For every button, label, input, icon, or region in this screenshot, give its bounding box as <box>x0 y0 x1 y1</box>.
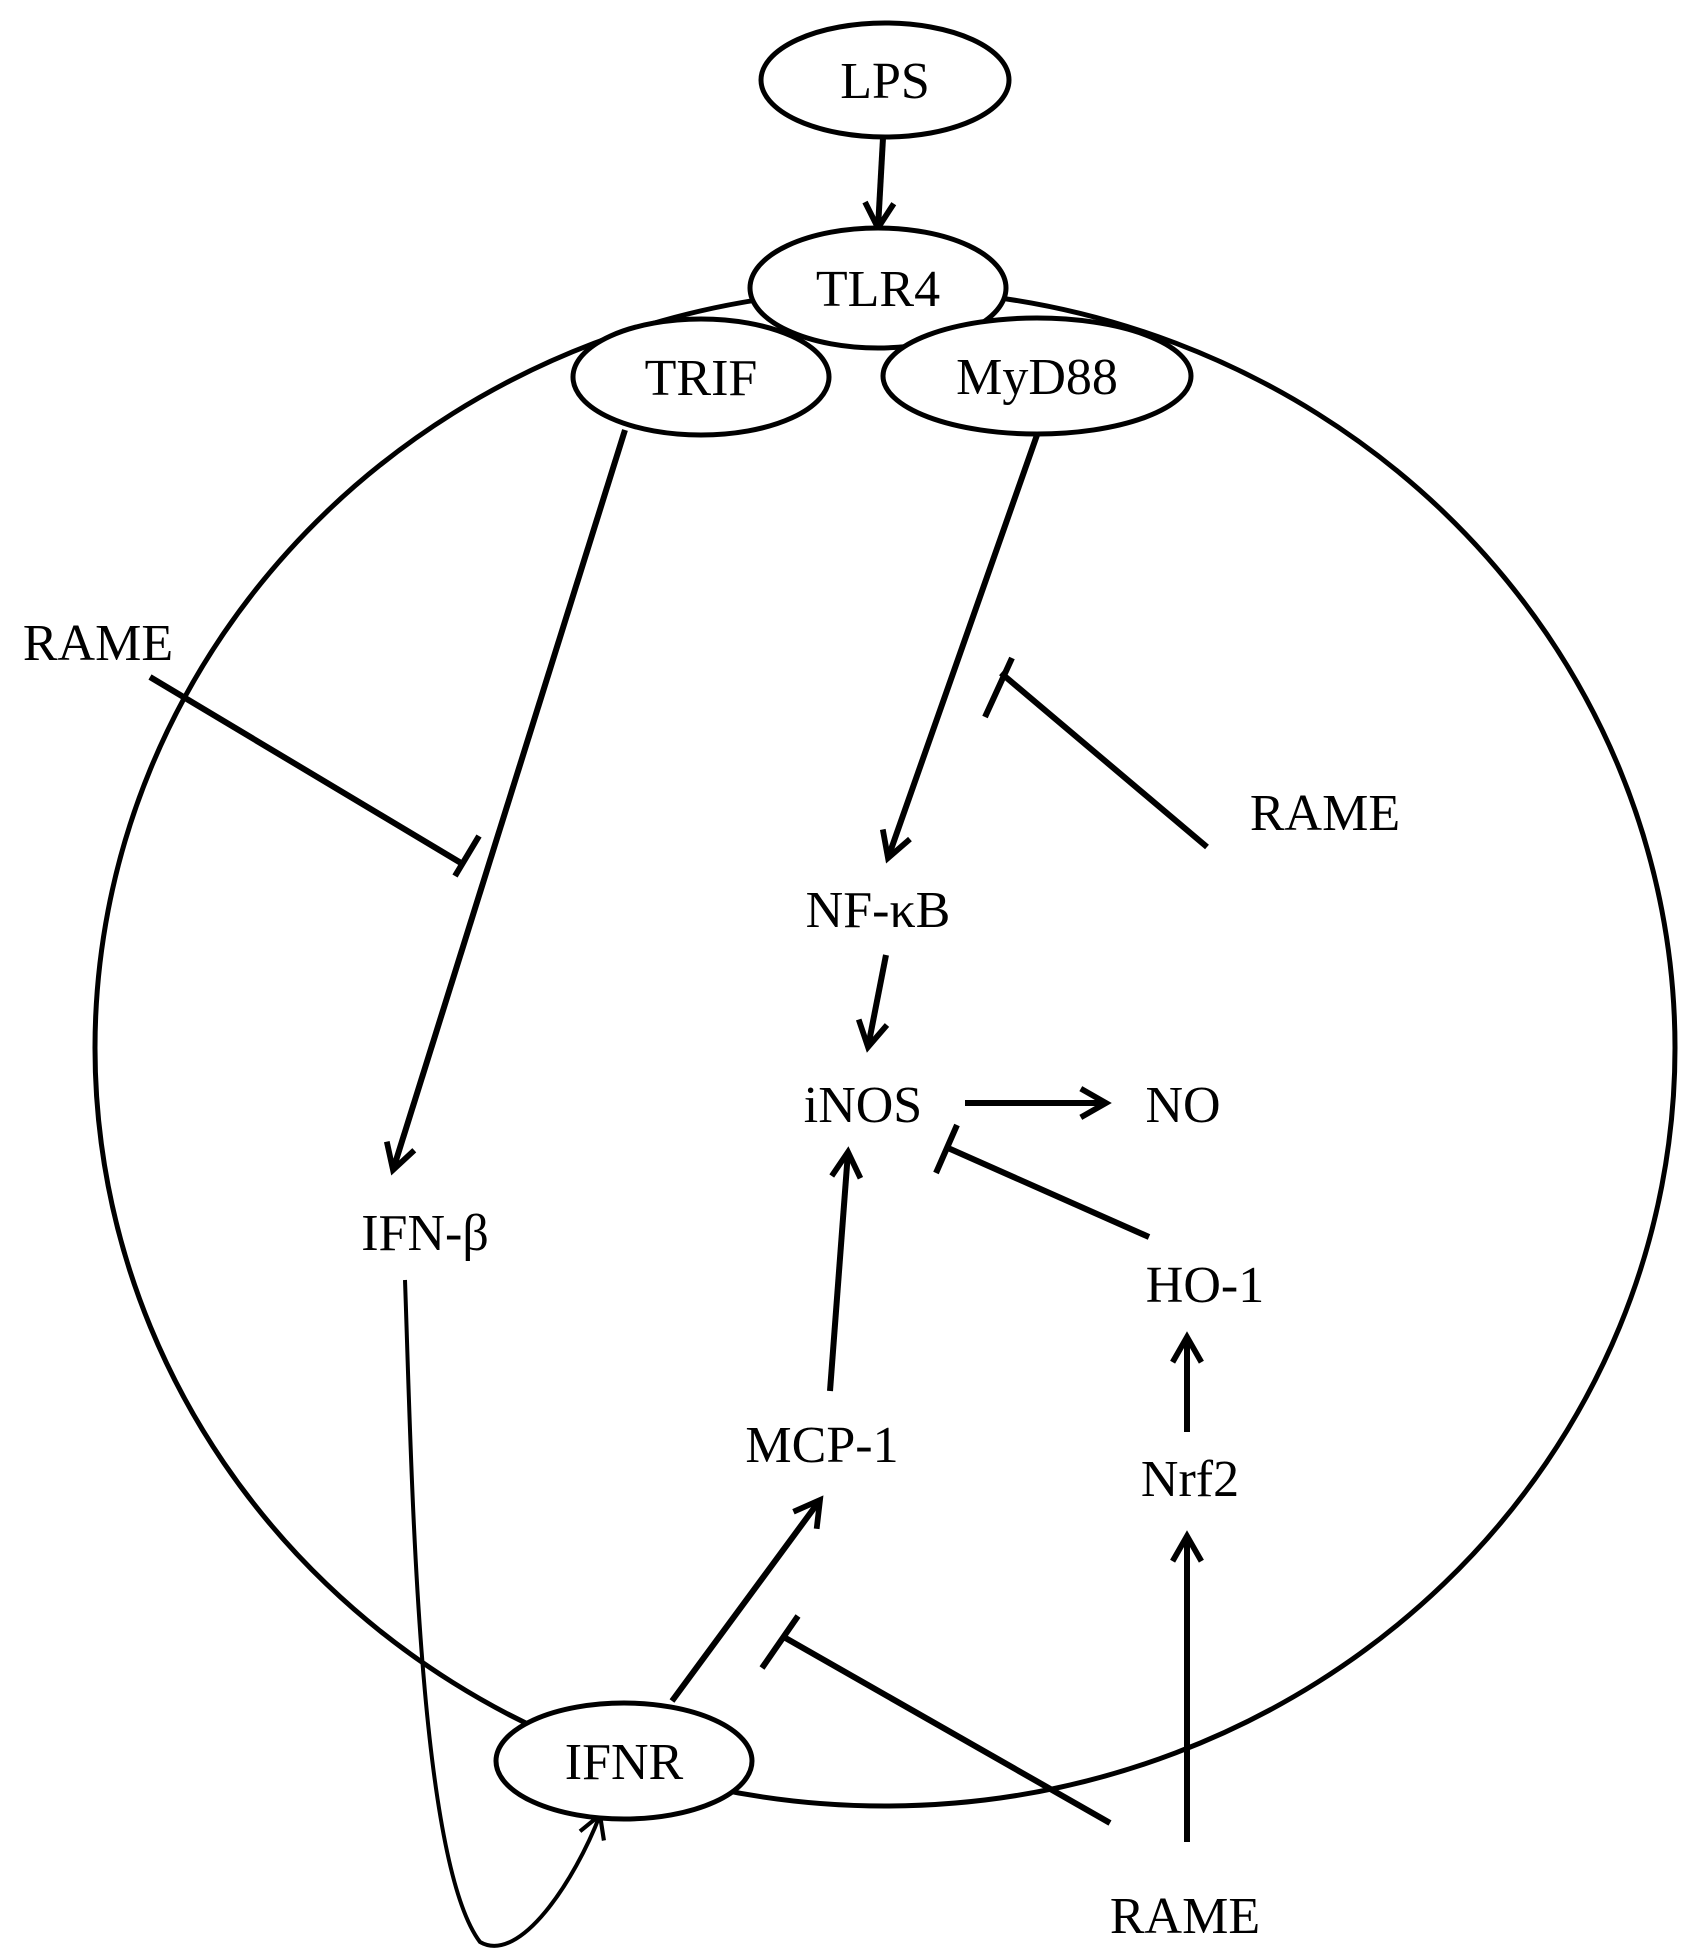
arrow-lps-tlr4 <box>862 137 897 234</box>
rame-bottom-label: RAME <box>1110 1888 1260 1945</box>
nrf2-label: Nrf2 <box>1141 1451 1239 1508</box>
trif-node: TRIF <box>570 316 832 438</box>
ho1-label: HO-1 <box>1146 1257 1264 1314</box>
myd88-node: MyD88 <box>880 315 1194 437</box>
arrow-nfkb-inos <box>855 954 890 1053</box>
myd88-label: MyD88 <box>956 349 1118 406</box>
lps-label: LPS <box>840 53 930 110</box>
inhibit-rame-right <box>999 670 1209 850</box>
lps-node: LPS <box>758 20 1012 140</box>
rame-right-label: RAME <box>1250 785 1400 842</box>
nfkb-label: NF-κB <box>806 882 951 939</box>
arrow-trif-ifnb <box>383 429 628 1176</box>
ifnr-node: IFNR <box>493 1700 755 1822</box>
inhibit-rame-left <box>148 674 463 866</box>
cell-membrane <box>92 287 1678 1809</box>
trif-label: TRIF <box>645 350 758 407</box>
tlr4-label: TLR4 <box>816 261 940 318</box>
inhibit-rame-right-bar <box>982 656 1015 719</box>
tlr4-node: TLR4 <box>747 225 1009 351</box>
mcp1-label: MCP-1 <box>745 1417 898 1474</box>
inhibit-ho1-inos-bar <box>933 1123 960 1175</box>
inhibit-ho1-inos <box>946 1145 1151 1240</box>
inhibit-rame-bottom <box>780 1633 1112 1826</box>
arrow-mcp1-inos <box>827 1146 864 1392</box>
inos-label: iNOS <box>804 1077 922 1134</box>
rame-left-label: RAME <box>23 615 173 672</box>
ifnb-label: IFN-β <box>361 1205 489 1262</box>
inhibit-rame-bottom-bar <box>759 1614 801 1670</box>
inhibit-rame-left-bar <box>452 834 482 878</box>
arrow-myd88-nfkb <box>879 434 1040 864</box>
ifnr-label: IFNR <box>565 1734 684 1791</box>
loop-ifnb-ifnr <box>403 1279 606 1948</box>
arrow-ifnr-mcp1 <box>669 1495 824 1703</box>
no-label: NO <box>1145 1077 1220 1134</box>
